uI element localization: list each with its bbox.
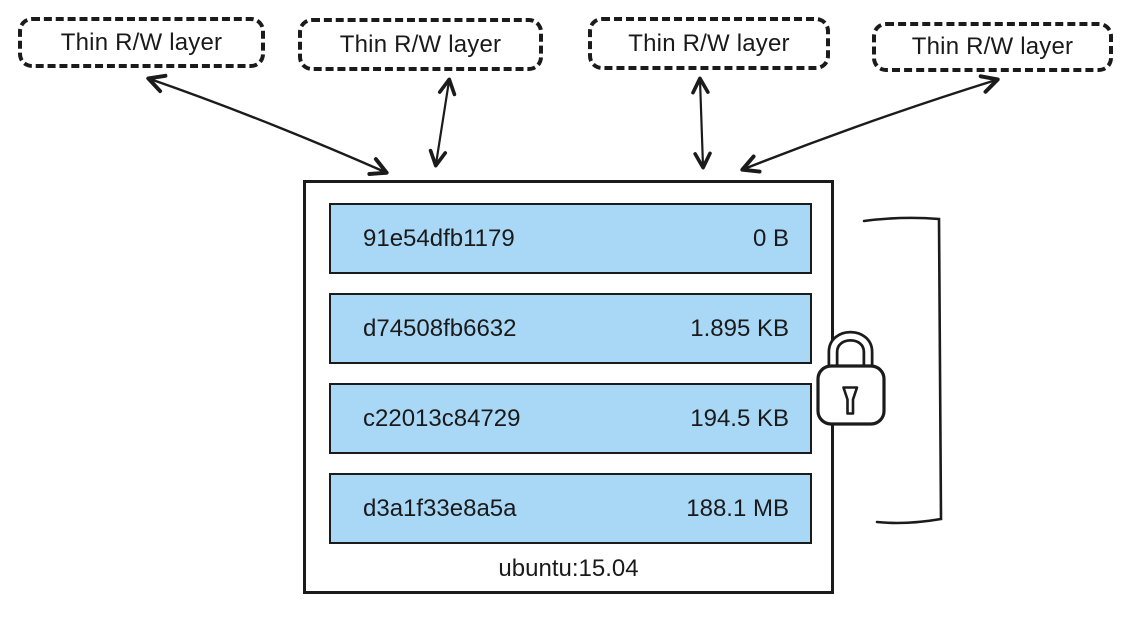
layer-id: d3a1f33e8a5a: [363, 494, 517, 522]
thin-rw-layer-label: Thin R/W layer: [60, 28, 223, 56]
thin-rw-layer-label: Thin R/W layer: [628, 29, 790, 57]
thin-rw-layer-box-3: Thin R/W layer: [588, 17, 830, 70]
layer-size: 194.5 KB: [690, 404, 789, 432]
image-layer-row: c22013c84729 194.5 KB: [329, 383, 812, 454]
layer-id: 91e54dfb1179: [363, 224, 515, 252]
image-layer-row: d3a1f33e8a5a 188.1 MB: [329, 473, 812, 544]
thin-rw-layer-box-2: Thin R/W layer: [298, 18, 543, 71]
layer-size: 0 B: [752, 224, 789, 252]
keyhole-icon: [842, 386, 859, 415]
thin-rw-layer-box-4: Thin R/W layer: [872, 22, 1113, 72]
image-container: 91e54dfb1179 0 B d74508fb6632 1.895 KB c…: [303, 180, 834, 594]
bidirectional-arrow-4: [740, 74, 1000, 174]
layer-size: 188.1 MB: [686, 494, 789, 522]
image-layer-row: 91e54dfb1179 0 B: [329, 203, 812, 274]
image-layer-row: d74508fb6632 1.895 KB: [329, 293, 812, 364]
thin-rw-layer-label: Thin R/W layer: [911, 33, 1074, 60]
bidirectional-arrow-2: [428, 77, 457, 168]
bidirectional-arrow-1: [146, 73, 389, 176]
layer-size: 1.895 KB: [690, 314, 789, 342]
layer-id: c22013c84729: [363, 404, 521, 432]
thin-rw-layer-label: Thin R/W layer: [339, 30, 502, 58]
thin-rw-layer-box-1: Thin R/W layer: [18, 17, 265, 68]
image-name-label: ubuntu:15.04: [498, 555, 639, 582]
shared-layers-bracket: [862, 216, 943, 525]
bidirectional-arrow-3: [691, 76, 712, 170]
layer-id: d74508fb6632: [363, 314, 517, 342]
